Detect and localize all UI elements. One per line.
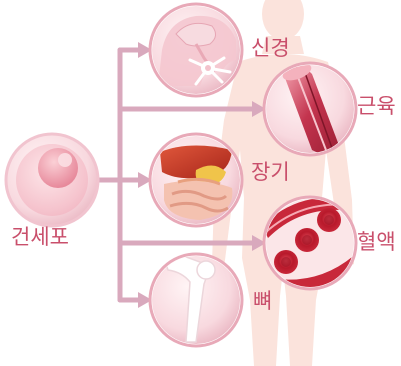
target-label-bone: 뼈 [253, 291, 272, 312]
neuron-brain-icon [150, 4, 242, 96]
target-label-nerve: 신경 [251, 38, 290, 59]
target-label-muscle: 근육 [357, 96, 396, 117]
target-label-blood: 혈액 [357, 232, 396, 253]
target-label-organ: 장기 [251, 162, 290, 183]
source-label-stem-cell: 건세포 [11, 227, 69, 248]
bone-icon [150, 254, 242, 346]
muscle-fiber-icon [264, 60, 356, 155]
stem-cell-icon [6, 134, 98, 226]
liver-intestine-icon [150, 134, 242, 226]
